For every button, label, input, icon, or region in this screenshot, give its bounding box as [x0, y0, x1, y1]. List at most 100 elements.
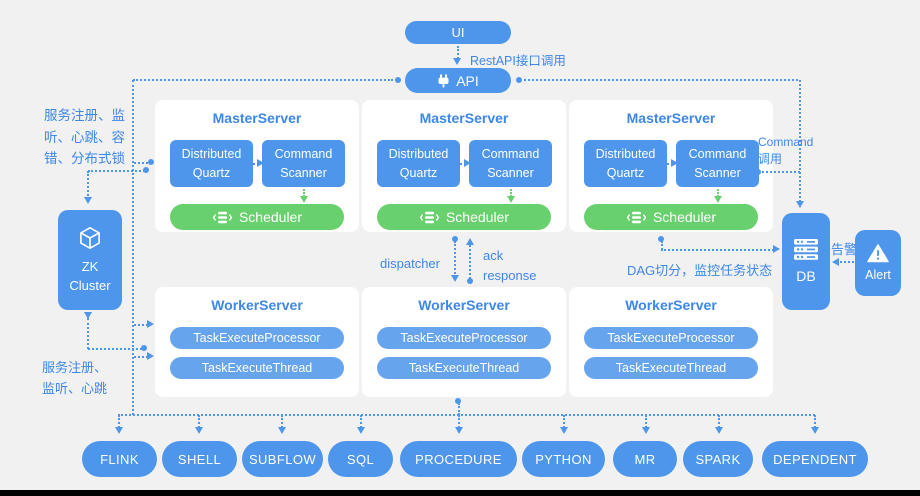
alert-node: Alert — [855, 230, 901, 296]
task-execute-thread-pill: TaskExecuteThread — [170, 357, 344, 379]
quartz-scanner-arrow-icon — [671, 159, 678, 167]
command-scanner-box: Command Scanner — [469, 140, 552, 187]
task-drop-line — [718, 415, 720, 428]
scheduler-bar: Scheduler — [170, 204, 344, 230]
task-drop-arrow-icon — [811, 427, 819, 434]
edge-dot — [143, 167, 149, 173]
quartz-scanner-arrow-icon — [464, 159, 471, 167]
worker-title: WorkerServer — [418, 297, 510, 313]
scanner-scheduler-line — [303, 189, 305, 197]
edge-dot — [516, 77, 522, 83]
worker-server-card-2: WorkerServer TaskExecuteProcessor TaskEx… — [362, 287, 566, 397]
task-pill-subflow: SUBFLOW — [242, 441, 323, 477]
task-drop-line — [360, 415, 362, 428]
task-pill-dependent: DEPENDENT — [762, 441, 868, 477]
zk-out-elbow-line — [88, 348, 142, 350]
task-pill-mr: MR — [613, 441, 677, 477]
task-drop-line — [645, 415, 647, 428]
task-drop-arrow-icon — [278, 427, 286, 434]
task-pill-spark: SPARK — [683, 441, 753, 477]
api-node: API — [405, 68, 511, 93]
right-trunk-line — [799, 80, 801, 202]
worker-note: 服务注册、 监听、心跳 — [42, 360, 108, 396]
task-pill-flink: FLINK — [82, 441, 157, 477]
task-drop-arrow-icon — [642, 427, 650, 434]
ui-to-api-arrow-icon — [453, 58, 461, 65]
scheduler-icon — [419, 211, 440, 223]
master-left-line — [134, 162, 148, 164]
worker-left-line-2 — [134, 356, 148, 358]
task-drop-arrow-icon — [560, 427, 568, 434]
scanner-scheduler-arrow-icon — [300, 196, 308, 203]
dag-note: DAG切分，监控任务状态 — [627, 263, 773, 278]
dispatcher-line — [454, 241, 456, 277]
zk-in-arrow-icon — [84, 197, 92, 204]
task-pill-procedure: PROCEDURE — [400, 441, 517, 477]
worker-in-arrow-icon — [147, 320, 154, 328]
master-title: MasterServer — [626, 110, 716, 126]
scanner-scheduler-line — [717, 189, 719, 197]
alert-db-line — [840, 261, 854, 263]
zk-label: ZK Cluster — [69, 258, 111, 293]
task-drop-arrow-icon — [715, 427, 723, 434]
dispatcher-label: dispatcher — [380, 256, 440, 271]
zk-out-arrow-icon — [84, 312, 92, 319]
zk-note: 服务注册、监 听、心跳、容 错、分布式锁 — [44, 108, 125, 167]
dag-line — [661, 249, 774, 251]
api-left-line — [133, 79, 393, 81]
zk-out-line — [87, 318, 89, 349]
scheduler-label: Scheduler — [445, 209, 510, 225]
task-execute-thread-pill: TaskExecuteThread — [377, 357, 551, 379]
ack-response-label: ack response — [483, 248, 537, 283]
scanner-scheduler-arrow-icon — [507, 196, 515, 203]
warning-icon — [867, 244, 889, 263]
alert-note: 告警 — [831, 242, 858, 257]
task-pill-python: PYTHON — [522, 441, 605, 477]
db-label: DB — [796, 268, 816, 284]
worker-in-arrow-icon — [147, 352, 154, 360]
edge-dot — [452, 236, 458, 242]
distributed-quartz-box: Distributed Quartz — [584, 140, 667, 187]
dispatcher-arrow-icon — [451, 275, 459, 282]
db-node: DB — [782, 213, 830, 310]
task-execute-processor-pill: TaskExecuteProcessor — [584, 327, 758, 349]
cube-icon — [80, 226, 100, 249]
task-execute-thread-pill: TaskExecuteThread — [584, 357, 758, 379]
task-pill-shell: SHELL — [162, 441, 237, 477]
master-server-card-1: MasterServer Distributed Quartz Command … — [155, 100, 359, 232]
distributed-quartz-box: Distributed Quartz — [170, 140, 253, 187]
alert-db-arrow-icon — [832, 258, 839, 266]
api-right-line — [524, 79, 798, 81]
task-execute-processor-pill: TaskExecuteProcessor — [170, 327, 344, 349]
ui-label: UI — [451, 25, 465, 40]
api-label: API — [456, 72, 479, 89]
zk-in-line — [87, 171, 89, 199]
master-server-card-2: MasterServer Distributed Quartz Command … — [362, 100, 566, 232]
task-drop-line — [198, 415, 200, 428]
master-title: MasterServer — [419, 110, 509, 126]
dag-elbow-line — [661, 241, 663, 250]
edge-dot — [141, 345, 147, 351]
command-scanner-box: Command Scanner — [262, 140, 345, 187]
worker-left-line-1 — [134, 324, 148, 326]
master-title: MasterServer — [212, 110, 302, 126]
db-in-arrow-icon — [796, 201, 804, 208]
worker-title: WorkerServer — [211, 297, 303, 313]
scanner-scheduler-line — [510, 189, 512, 197]
quartz-scanner-line — [460, 163, 467, 165]
edge-dot — [455, 398, 461, 404]
zk-cluster-node: ZK Cluster — [58, 210, 122, 310]
edge-dot — [467, 278, 473, 284]
edge-dot — [148, 159, 154, 165]
quartz-scanner-arrow-icon — [257, 159, 264, 167]
ui-to-api-line — [457, 46, 459, 59]
ui-node: UI — [405, 21, 511, 44]
scheduler-icon — [626, 211, 647, 223]
distributed-quartz-box: Distributed Quartz — [377, 140, 460, 187]
edge-dot — [755, 169, 761, 175]
task-drop-arrow-icon — [455, 427, 463, 434]
edge-dot — [395, 77, 401, 83]
scheduler-icon — [212, 211, 233, 223]
scheduler-bar: Scheduler — [584, 204, 758, 230]
ack-line — [469, 245, 471, 279]
